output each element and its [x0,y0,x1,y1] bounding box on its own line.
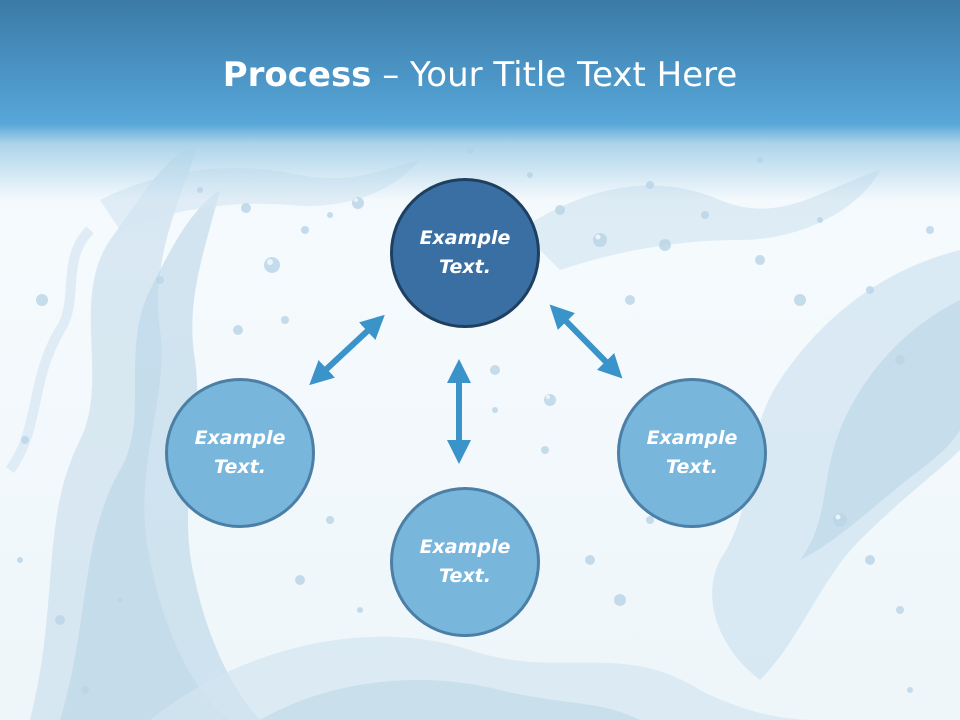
node-left-text: Example Text. [194,427,286,478]
node-top-text: Example Text. [419,227,511,278]
node-right-text: Example Text. [646,427,738,478]
slide-title: Process – Your Title Text Here [0,50,960,100]
node-bottom[interactable]: Example Text. [390,487,540,637]
node-left[interactable]: Example Text. [165,378,315,528]
arrow-top-left [309,314,385,386]
node-right[interactable]: Example Text. [617,378,767,528]
header-band [0,0,960,200]
title-bold-part: Process [222,55,372,95]
node-top[interactable]: Example Text. [390,178,540,328]
node-bottom-text: Example Text. [419,536,511,587]
arrow-top-right [549,304,623,379]
title-rest-part: – Your Title Text Here [371,55,738,95]
